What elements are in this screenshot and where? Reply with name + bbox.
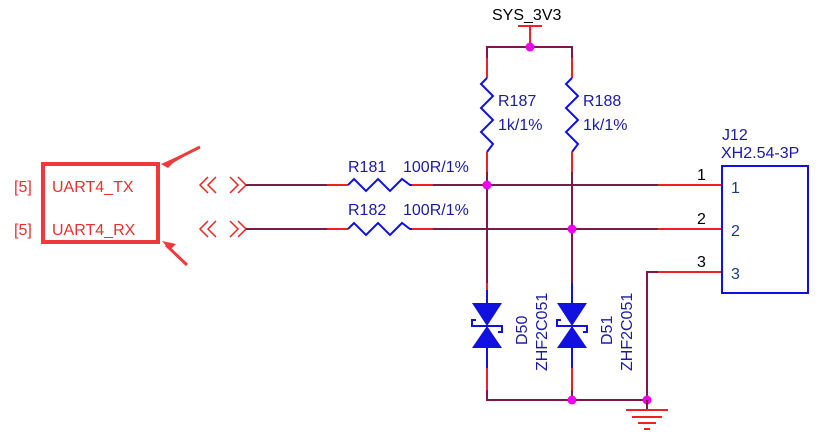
junction-dot <box>567 395 577 405</box>
diode-triangle-top <box>472 303 502 326</box>
diode-triangle-bottom <box>472 326 502 348</box>
resistor-value: 100R/1% <box>403 159 469 176</box>
arrow-shaft <box>164 243 189 267</box>
highlight-box <box>41 162 160 244</box>
resistor-ref: R182 <box>348 202 386 219</box>
resistor-r188[interactable]: R188 1k/1% <box>564 58 627 172</box>
pin-wire-label: 3 <box>697 254 706 271</box>
gnd-wire <box>646 271 658 400</box>
resistor-r182[interactable]: R182 100R/1% <box>327 202 469 237</box>
port-uart4-tx[interactable]: [5] UART4_TX <box>14 176 248 196</box>
ground-icon <box>626 400 668 430</box>
port-sheet-ref: [5] <box>14 222 32 239</box>
resistor-body <box>347 221 412 237</box>
pin-wire-label: 2 <box>697 211 706 228</box>
tvs-diode-d51[interactable]: D51 ZHF2C051 <box>556 283 636 390</box>
diode-triangle-top <box>557 303 587 326</box>
pin-label: 1 <box>731 180 740 197</box>
port-highlight <box>41 145 201 267</box>
resistor-ref: R187 <box>498 93 536 110</box>
tvs-diode-d50[interactable]: D50 ZHF2C051 <box>471 283 551 390</box>
resistor-value: 1k/1% <box>583 117 627 134</box>
diode-ref: D51 <box>599 316 616 345</box>
pin-wire-label: 1 <box>697 167 706 184</box>
connector-part: XH2.54-3P <box>721 145 799 162</box>
port-name: UART4_TX <box>52 179 134 196</box>
zener-bar <box>471 319 503 333</box>
diode-triangle-bottom <box>557 326 587 348</box>
resistor-r181[interactable]: R181 100R/1% <box>327 159 469 193</box>
resistor-r187[interactable]: R187 1k/1% <box>479 58 542 172</box>
connector-ref: J12 <box>722 127 748 144</box>
port-name: UART4_RX <box>52 222 136 239</box>
bidirectional-port-icon <box>198 176 248 194</box>
gnd-bus-wire <box>486 390 647 401</box>
resistor-value: 100R/1% <box>403 202 469 219</box>
resistor-body <box>479 77 495 153</box>
resistor-ref: R181 <box>348 159 386 176</box>
diode-part: ZHF2C051 <box>534 293 551 371</box>
power-net-label: SYS_3V3 <box>492 7 561 24</box>
power-symbol-sys-3v3: SYS_3V3 <box>492 7 561 47</box>
diode-part: ZHF2C051 <box>619 293 636 371</box>
diode-ref: D50 <box>514 316 531 345</box>
highlight-arrow-bottom <box>162 241 176 250</box>
junction-dot <box>482 180 492 190</box>
junction-dot <box>525 42 535 52</box>
port-uart4-rx[interactable]: [5] UART4_RX <box>14 220 248 239</box>
pin-label: 2 <box>731 223 740 240</box>
pin-label: 3 <box>731 266 740 283</box>
junction-dot <box>567 224 577 234</box>
port-sheet-ref: [5] <box>14 179 32 196</box>
zener-bar <box>556 319 588 333</box>
resistor-body <box>564 77 580 153</box>
resistor-value: 1k/1% <box>498 117 542 134</box>
connector-body <box>721 165 809 294</box>
resistor-ref: R188 <box>583 93 621 110</box>
connector-j12[interactable]: J12 XH2.54-3P 1 2 3 1 2 3 <box>697 127 809 294</box>
bidirectional-port-icon <box>198 220 248 238</box>
arrow-shaft <box>167 145 201 165</box>
resistor-body <box>347 177 412 193</box>
